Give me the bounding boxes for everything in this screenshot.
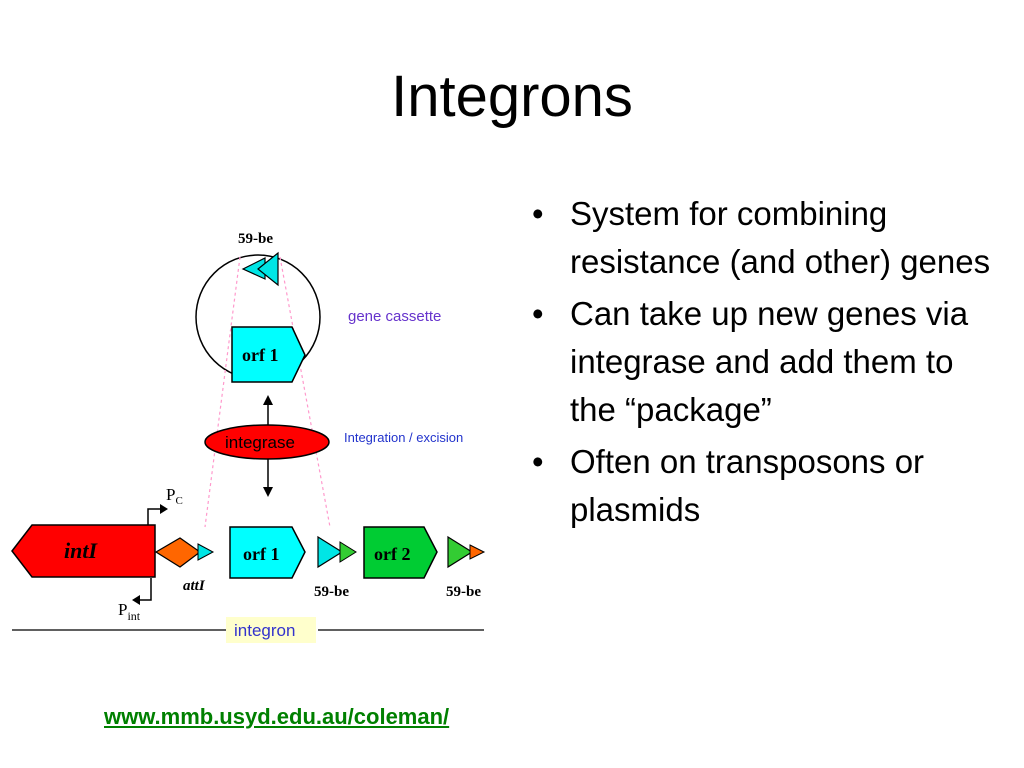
pint-promoter-arrowhead [132, 595, 140, 605]
integrase-label: integrase [225, 433, 295, 452]
attI-triangle [197, 543, 215, 561]
guide-line-left [204, 256, 241, 528]
slide-title: Integrons [391, 64, 633, 129]
bullet-marker: • [532, 443, 544, 480]
integron-label-box [226, 617, 316, 643]
integron-label: integron [234, 621, 295, 640]
orf1-label: orf 1 [243, 544, 279, 564]
integration-arrow-down-head [263, 487, 273, 497]
cassette-orf1-label: orf 1 [242, 345, 278, 365]
pc-label: PC [166, 485, 183, 507]
bullet-item: • System for combining resistance (and ot… [532, 190, 1002, 286]
pint-label: Pint [118, 600, 141, 623]
bullet-list: • System for combining resistance (and ot… [532, 190, 1002, 538]
attI-label: attI [183, 578, 206, 594]
orf2-gene-box [363, 526, 438, 579]
cassette-orf1-box [231, 326, 306, 383]
bullet-text: Can take up new genes via integrase and … [570, 295, 969, 428]
integron-diagram: 59-be gene cassette orf 1 integrase Inte… [0, 215, 500, 655]
pc-promoter-arrowhead [160, 504, 168, 514]
pint-promoter-arrow [140, 578, 152, 601]
source-link[interactable]: www.mmb.usyd.edu.au/coleman/ [104, 704, 450, 729]
be2-triangle-left [447, 535, 474, 569]
bullet-item: • Often on transposons or plasmids [532, 438, 1002, 534]
be-top-triangle-right [257, 251, 279, 287]
integration-excision-label: Integration / excision [344, 430, 463, 445]
bullet-text: Often on transposons or plasmids [570, 443, 925, 528]
integron-diagram-svg: 59-be gene cassette orf 1 integrase Inte… [11, 231, 486, 643]
orf2-label: orf 2 [374, 544, 410, 564]
be2-label: 59-be [446, 584, 481, 600]
be1-label: 59-be [314, 584, 349, 600]
intI-label: intI [64, 538, 98, 563]
bullet-text: System for combining resistance (and oth… [570, 195, 991, 280]
be2-triangle-right [469, 544, 486, 560]
bullet-marker: • [532, 195, 544, 232]
be-top-label: 59-be [238, 231, 273, 247]
bullet-marker: • [532, 295, 544, 332]
bullet-item: • Can take up new genes via integrase and… [532, 290, 1002, 434]
guide-line-right [279, 256, 331, 528]
integration-arrow-up-head [263, 395, 273, 405]
intI-gene-box [11, 524, 156, 578]
gene-cassette-label: gene cassette [348, 308, 441, 325]
integrase-ellipse [204, 424, 330, 460]
be1-triangle-left [317, 535, 344, 569]
orf1-gene-box [229, 526, 306, 579]
attI-site [154, 537, 202, 568]
be1-triangle-right [339, 541, 357, 563]
pc-promoter-arrow [147, 508, 160, 527]
